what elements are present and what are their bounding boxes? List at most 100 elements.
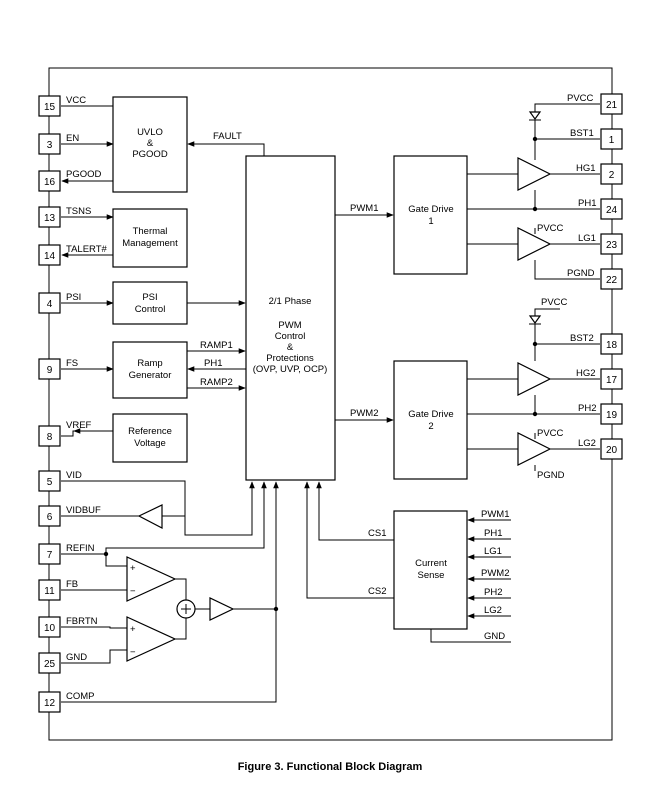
pwm-line-4: & [287,342,294,353]
pin-num-12: 12 [44,698,56,709]
pin-num-19: 19 [606,410,618,421]
pin-label-lg2: LG2 [578,438,596,449]
cs-input-ph2: PH2 [484,587,502,598]
figure-caption: Figure 3. Functional Block Diagram [238,761,423,773]
opamp2-plus: + [130,624,136,635]
pin-label-fs: FS [66,358,78,369]
thermal-line-2: Management [122,238,178,249]
cs-line-2: Sense [418,570,445,581]
cs-input-lg1: LG1 [484,546,502,557]
opamp1-plus: + [130,563,136,574]
pin-num-4: 4 [47,299,53,310]
pin-num-6: 6 [47,512,53,523]
pin-9 [38,358,61,380]
pin-label-vid: VID [66,470,82,481]
pin-label-ph1: PH1 [578,198,596,209]
signal-fault: FAULT [213,131,242,142]
pwm-line-2: PWM [278,320,301,331]
pin-num-24: 24 [606,205,618,216]
gate2-line-1: Gate Drive [408,409,453,420]
cs-input-ph1: PH1 [484,528,502,539]
gate2-line-2: 2 [428,421,433,432]
gate1-line-1: Gate Drive [408,204,453,215]
pgnd2: PGND [537,470,565,481]
uvlo-pgood-block [112,96,188,193]
pin-21 [600,93,623,115]
pin-label-vcc: VCC [66,95,86,106]
hg1-driver [517,157,552,191]
pin-num-20: 20 [606,445,618,456]
pin-10 [38,616,61,638]
signal-ramp1: RAMP1 [200,340,233,351]
ramp-line-2: Generator [129,370,172,381]
pvcc-lg2: PVCC [537,428,564,439]
thermal-line-1: Thermal [133,226,168,237]
pin-25 [38,652,61,674]
pin-3 [38,133,61,155]
gate-drive-1-block [393,155,468,275]
uvlo-line-2: & [147,138,154,149]
cs-line-1: Current [415,558,447,569]
thermal-management-block [112,208,188,268]
pin-2 [600,163,623,185]
cs-input-pwm2: PWM2 [481,568,510,579]
pwm-line-5: Protections [266,353,314,364]
pwm-line-1: 2/1 Phase [269,296,312,307]
pin-14 [38,244,61,266]
psi-control-block [112,281,188,325]
signal-pwm1: PWM1 [350,203,379,214]
pin-num-2: 2 [609,170,615,181]
pin-12 [38,691,61,713]
opamp-upper [126,556,177,602]
pin-7 [38,543,61,565]
pin-num-9: 9 [47,365,53,376]
pin-label-pgood: PGOOD [66,169,102,180]
gate1-line-2: 1 [428,216,433,227]
signal-cs1: CS1 [368,528,386,539]
pin-num-15: 15 [44,102,56,113]
pwm-control-block [245,155,336,481]
pin-num-17: 17 [606,375,618,386]
pin-label-lg1: LG1 [578,233,596,244]
pin-4 [38,292,61,314]
pin-6 [38,505,61,527]
pin-num-13: 13 [44,213,56,224]
pin-label-en: EN [66,133,79,144]
pin-label-fbrtn: FBRTN [66,616,98,627]
pin-24 [600,198,623,220]
pin-label-talert: TALERT# [66,244,108,255]
pin-num-5: 5 [47,477,53,488]
pin-label-vidbuf: VIDBUF [66,505,101,516]
pin-11 [38,579,61,601]
pin-num-1: 1 [609,135,615,146]
pin-label-bst2: BST2 [570,333,594,344]
pin-num-7: 7 [47,550,53,561]
pin-label-hg2: HG2 [576,368,596,379]
uvlo-line-3: PGOOD [132,149,168,160]
pin-num-25: 25 [44,659,56,670]
uvlo-line-1: UVLO [137,127,163,138]
reference-line-1: Reference [128,426,172,437]
cs-input-pwm1: PWM1 [481,509,510,520]
opamp1-minus: − [130,586,136,597]
pin-22 [600,268,623,290]
ramp-line-1: Ramp [137,358,162,369]
cs-gnd: GND [484,631,505,642]
pin-label-psi: PSI [66,292,81,303]
pin-label-gnd: GND [66,652,87,663]
pin-label-bst1: BST1 [570,128,594,139]
pin-label-fb: FB [66,579,78,590]
pin-num-11: 11 [44,586,55,597]
signal-ramp2: RAMP2 [200,377,233,388]
pwm-line-6: (OVP, UVP, OCP) [253,364,328,375]
pvcc-lg1: PVCC [537,223,564,234]
pin-18 [600,333,623,355]
pin-label-pvcc: PVCC [567,93,594,104]
hg2-driver [517,362,552,396]
pin-num-21: 21 [606,100,618,111]
bootstrap-diode-2 [528,315,542,325]
pin-20 [600,438,623,460]
vidbuf-buffer [137,504,163,529]
pin-label-hg1: HG1 [576,163,596,174]
pin-23 [600,233,623,255]
